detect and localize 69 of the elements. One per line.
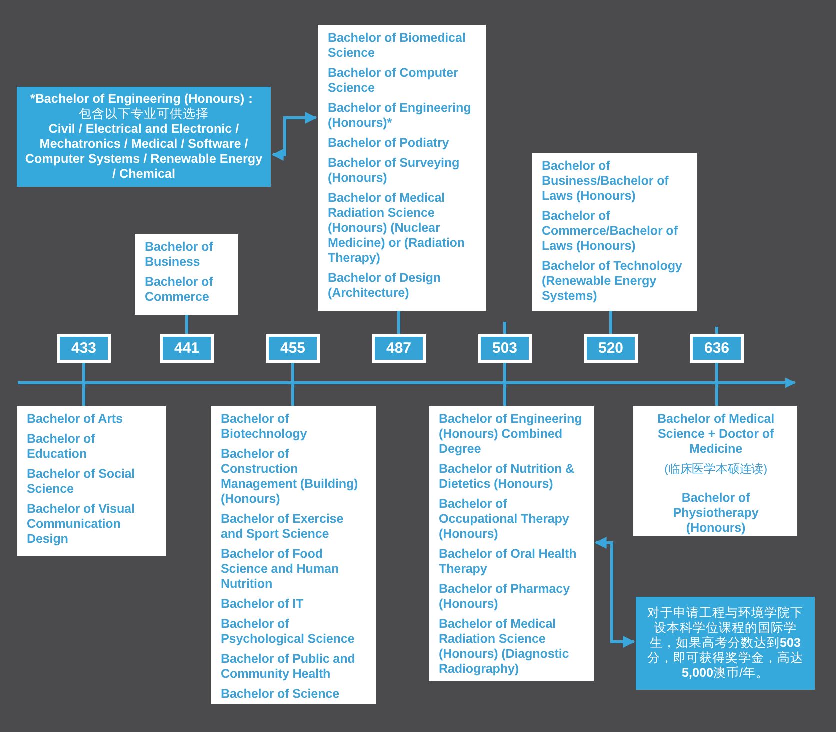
- degree-name: Bachelor of Business: [145, 240, 214, 270]
- degree-name: Bachelor of Business/Bachelor of Laws (Honours): [542, 159, 670, 204]
- score-badge: [160, 334, 214, 363]
- connector-line: [82, 363, 86, 406]
- score-badge: [266, 334, 320, 363]
- degree-name: Bachelor of Social Science: [27, 467, 136, 497]
- degree-list-card: [429, 406, 594, 681]
- degree-name: Bachelor of Exercise and Sport Science: [221, 512, 345, 542]
- score-value: 433: [71, 340, 97, 357]
- degree-name: Bachelor of Computer Science: [328, 66, 460, 96]
- degree-name: Bachelor of Medical Radiation Science (Honours) (Nuclear Medicine) or (Radiation Therapy): [328, 191, 466, 266]
- degree-list-card: [532, 153, 697, 311]
- degree-list-card: [633, 406, 797, 536]
- score-value: 455: [280, 340, 306, 357]
- degree-name: Bachelor of Surveying (Honours): [328, 156, 461, 186]
- degree-name: Bachelor of Design (Architecture): [328, 271, 442, 301]
- score-value: 636: [704, 340, 730, 357]
- note-text: 包含以下专业可供选择: [78, 107, 210, 122]
- note-text: 对于申请工程与环境学院下设本科学位课程的国际学生，如果高考分数达到503分，即可获得奖学金，高达5,000澳币/年。: [646, 606, 804, 681]
- degree-list-card: [211, 406, 376, 704]
- degree-name: Bachelor of Arts: [27, 412, 124, 427]
- degree-name: Bachelor of Medical Radiation Science (Honours) (Diagnostic Radiography): [439, 617, 570, 677]
- score-badge: [690, 334, 744, 363]
- connector-line: [292, 363, 294, 406]
- double-arrow: [594, 537, 636, 648]
- score-value: 487: [386, 340, 412, 357]
- degree-name: Bachelor of Commerce/Bachelor of Laws (Honours): [542, 209, 679, 254]
- degree-name: Bachelor of Science: [221, 687, 340, 702]
- note-text: Civil / Electrical and Electronic / Mechatronics / Medical / Software / Computer Systems / Renewable Energy / Chemical: [24, 122, 264, 182]
- connector-line: [186, 315, 188, 334]
- score-badge: [57, 334, 111, 363]
- degree-name: Bachelor of Psychological Science: [221, 617, 356, 647]
- note-box: [636, 597, 815, 690]
- degree-name: Bachelor of Biotechnology: [221, 412, 308, 442]
- degree-name: Bachelor of Podiatry: [328, 136, 450, 151]
- note-box: [17, 87, 271, 187]
- degree-name: Bachelor of Pharmacy (Honours): [439, 582, 571, 612]
- connector-line: [504, 363, 506, 406]
- degree-name: Bachelor of Medical Science + Doctor of Medicine: [656, 412, 776, 457]
- degree-list-card: [318, 25, 486, 311]
- degree-name: Bachelor of Engineering (Honours) Combined Degree: [439, 412, 584, 457]
- score-badge: [584, 334, 638, 363]
- degree-name: Bachelor of Nutrition & Dietetics (Honours): [439, 462, 576, 492]
- score-value: 503: [492, 340, 518, 357]
- degree-name: Bachelor of IT: [221, 597, 305, 612]
- degree-name: Bachelor of Commerce: [145, 275, 214, 305]
- connector-line: [716, 363, 718, 406]
- degree-name: Bachelor of Occupational Therapy (Honours): [439, 497, 570, 542]
- degree-name: Bachelor of Technology (Renewable Energy Systems): [542, 259, 684, 304]
- degree-list-card: [135, 234, 238, 315]
- degree-name: Bachelor of Food Science and Human Nutrition: [221, 547, 340, 592]
- score-value: 441: [174, 340, 200, 357]
- note-text: *Bachelor of Engineering (Honours)：: [29, 92, 259, 107]
- score-badge: [478, 334, 532, 363]
- degree-name: Bachelor of Engineering (Honours)*: [328, 101, 472, 131]
- degree-name: Bachelor of Construction Management (Building) (Honours): [221, 447, 360, 507]
- connector-line: [610, 311, 612, 334]
- score-value: 520: [598, 340, 624, 357]
- degree-name: Bachelor of Physiotherapy (Honours): [672, 491, 760, 536]
- degree-name: Bachelor of Public and Community Health: [221, 652, 356, 682]
- connector-line: [398, 311, 400, 334]
- note-text: (临床医学本硕连读): [664, 462, 768, 477]
- double-arrow: [272, 112, 318, 161]
- degree-name: Bachelor of Education: [27, 432, 96, 462]
- degree-name: Bachelor of Visual Communication Design: [27, 502, 136, 547]
- degree-name: Bachelor of Oral Health Therapy: [439, 547, 578, 577]
- score-badge: [372, 334, 426, 363]
- degree-list-card: [17, 406, 166, 556]
- degree-name: Bachelor of Biomedical Science: [328, 31, 467, 61]
